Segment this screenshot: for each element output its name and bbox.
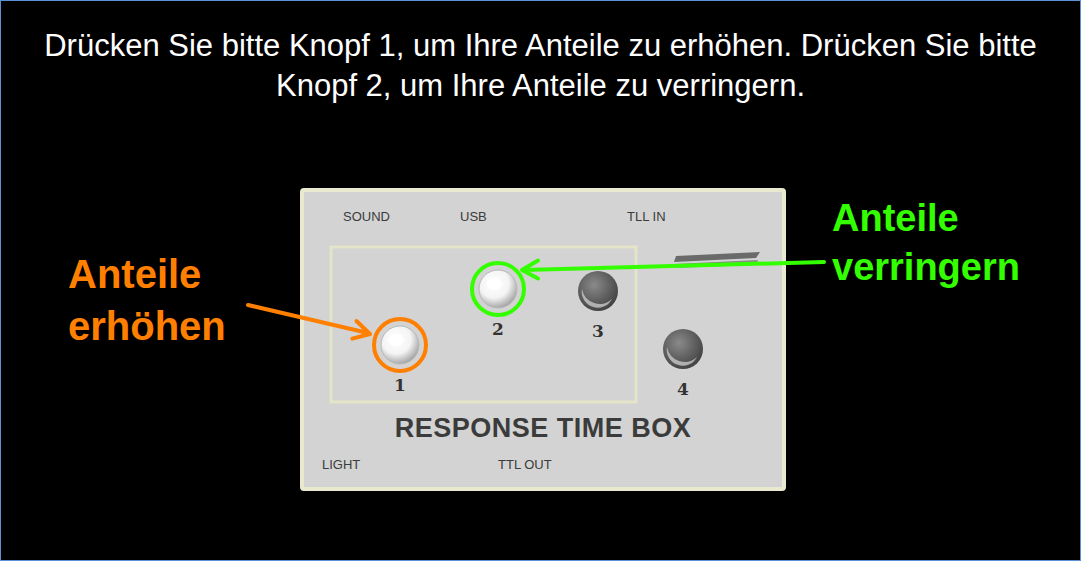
callout-label: Anteile verringern xyxy=(832,194,1047,293)
button-highlight xyxy=(388,334,404,346)
highlight-ring xyxy=(472,263,524,315)
callout-label: Anteile erhöhen xyxy=(68,248,248,352)
button-icon xyxy=(653,319,713,379)
logo-mark xyxy=(674,252,760,262)
push-button: 3 xyxy=(568,261,628,343)
button-number: 4 xyxy=(653,379,713,399)
port-label: TTL OUT xyxy=(498,457,552,473)
button-cap xyxy=(479,270,517,308)
push-button: 2 xyxy=(468,259,528,341)
device-housing: SOUND USB TLL IN RESPONSE TIME BOX LIGHT TTL … xyxy=(300,188,786,491)
port-label: LIGHT xyxy=(322,457,360,473)
button-highlight xyxy=(486,278,502,290)
heading: Drücken Sie bitte Knopf 1, um Ihre Antei… xyxy=(24,26,1057,107)
device-title: RESPONSE TIME BOX xyxy=(304,412,782,444)
button-icon xyxy=(468,259,528,319)
arrow-head xyxy=(522,261,538,279)
port-label: SOUND xyxy=(343,209,390,225)
button-cap xyxy=(578,271,618,311)
arrow-head xyxy=(352,321,370,339)
button-icon xyxy=(370,315,430,375)
port-label: TLL IN xyxy=(627,209,666,225)
button-icon xyxy=(568,261,628,321)
button-highlight xyxy=(667,347,697,366)
push-button: 1 xyxy=(370,315,430,397)
button-highlight xyxy=(582,289,612,308)
push-button: 4 xyxy=(653,319,713,401)
button-number: 3 xyxy=(568,321,628,341)
leader-line xyxy=(248,305,368,333)
button-cap xyxy=(381,326,419,364)
button-number: 1 xyxy=(370,375,430,395)
logo-mark xyxy=(672,260,758,268)
highlight-ring xyxy=(374,319,426,371)
port-label: USB xyxy=(460,209,487,225)
button-number: 2 xyxy=(468,319,528,339)
button-cap xyxy=(663,329,703,369)
leader-line xyxy=(524,262,824,270)
button-panel xyxy=(331,247,636,402)
